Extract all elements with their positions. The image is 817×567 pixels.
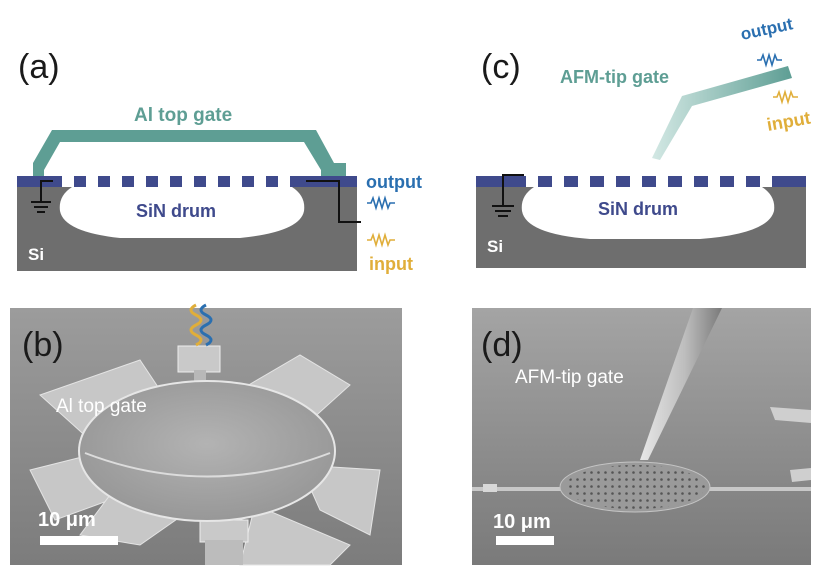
drum-label: SiN drum bbox=[598, 199, 678, 219]
output-wave-icon bbox=[367, 195, 395, 211]
ground-symbol-icon bbox=[492, 174, 524, 217]
scale-label: 10 μm bbox=[38, 509, 96, 531]
gate-label: AFM-tip gate bbox=[515, 367, 624, 388]
drum-membrane bbox=[78, 380, 336, 522]
panel-d-letter: (d) bbox=[481, 326, 523, 364]
panel-c-letter: (c) bbox=[481, 48, 521, 86]
afm-tip bbox=[640, 308, 722, 460]
electrode bbox=[770, 407, 811, 423]
output-wave-icon bbox=[757, 52, 782, 68]
panel-a: (a) Al top gate SiN drum Si output input bbox=[17, 48, 422, 274]
panel-d: (d) AFM-tip gate 10 μm bbox=[472, 308, 811, 565]
electrode bbox=[483, 484, 497, 492]
signal-line bbox=[306, 180, 361, 223]
contact-pad bbox=[199, 519, 249, 543]
panel-a-letter: (a) bbox=[18, 48, 60, 86]
substrate-label: Si bbox=[28, 245, 44, 264]
al-top-gate bbox=[33, 130, 346, 176]
panel-b: (b) Al top gate 10 μm bbox=[10, 303, 402, 566]
sem-image bbox=[472, 308, 811, 565]
electrode bbox=[790, 468, 811, 482]
panel-c: (c) AFM-tip gate SiN drum Si output inpu… bbox=[476, 14, 812, 268]
drum-cavity bbox=[521, 187, 775, 239]
ground-symbol-icon bbox=[31, 180, 53, 213]
gate-fingers bbox=[29, 354, 381, 566]
contact-pad bbox=[177, 345, 221, 373]
input-label: input bbox=[369, 254, 413, 274]
afm-tip bbox=[652, 66, 792, 160]
gate-label: AFM-tip gate bbox=[560, 67, 669, 87]
gate-label: Al top gate bbox=[134, 105, 232, 126]
panel-b-letter: (b) bbox=[22, 326, 64, 364]
hole-array bbox=[565, 465, 705, 509]
input-label: input bbox=[765, 108, 812, 135]
drum-cavity bbox=[59, 187, 305, 238]
scale-bar bbox=[40, 536, 118, 545]
membrane-holes bbox=[62, 176, 290, 187]
lead bbox=[205, 540, 243, 565]
membrane-holes bbox=[526, 176, 772, 187]
output-label: output bbox=[739, 14, 795, 44]
probe-signal-icon bbox=[189, 303, 213, 347]
scale-label: 10 μm bbox=[493, 511, 551, 533]
input-wave-icon bbox=[773, 89, 798, 105]
substrate-label: Si bbox=[487, 237, 503, 256]
input-wave-icon bbox=[367, 232, 395, 248]
drum-label: SiN drum bbox=[136, 201, 216, 221]
scale-bar bbox=[496, 536, 554, 545]
drum-edge bbox=[84, 452, 331, 478]
output-label: output bbox=[366, 172, 422, 192]
gate-label: Al top gate bbox=[56, 396, 147, 417]
